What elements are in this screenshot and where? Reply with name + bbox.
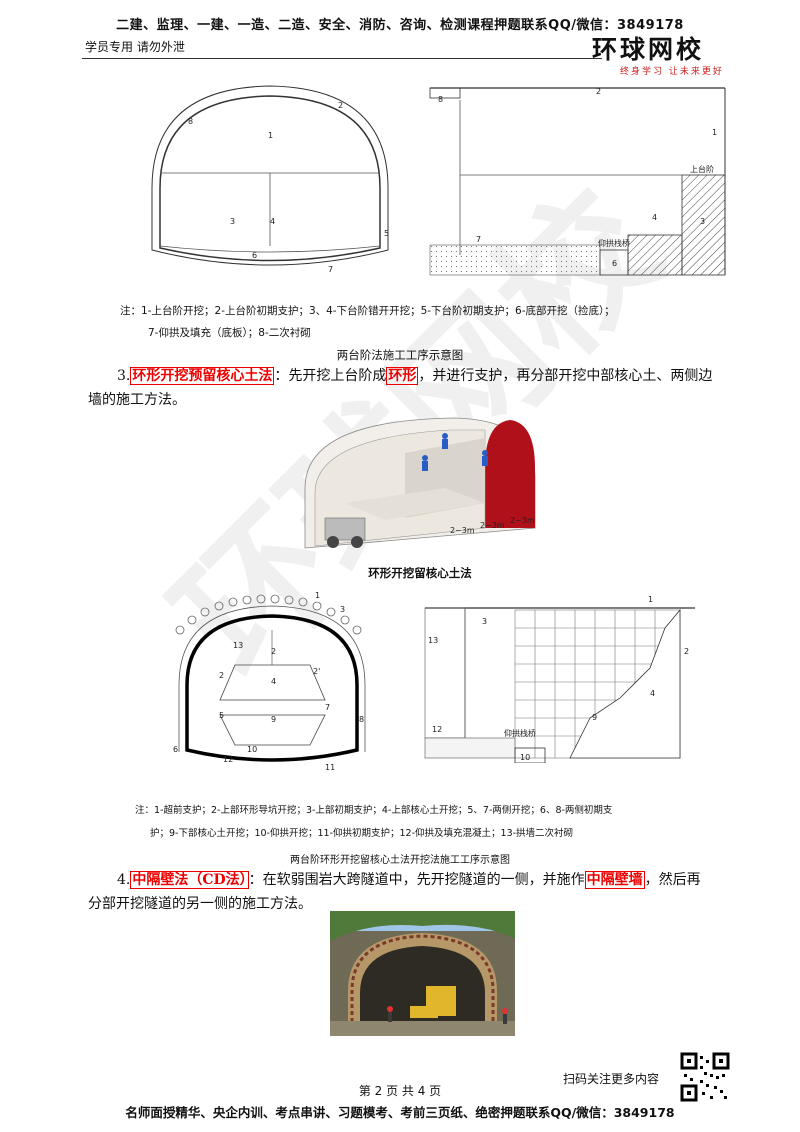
fig2r-label: 3 xyxy=(482,617,487,626)
fig1r-label: 6 xyxy=(612,259,617,268)
fig1-label: 1 xyxy=(268,131,273,140)
fig2-label: 4 xyxy=(271,677,276,686)
section4-paragraph: 4.中隔壁法（CD法）：在软弱围岩大跨隧道中，先开挖隧道的一侧，并施作中隔壁墙，… xyxy=(117,868,747,892)
figure2-cross-section: 1 3 13 2 2' 4 2 5 7 9 8 6 10 12 11 xyxy=(173,591,366,772)
figure2-caption: 两台阶环形开挖留核心土法开挖法施工工序示意图 xyxy=(290,855,510,866)
fig2-label: 2 xyxy=(219,671,224,680)
header-rule xyxy=(82,58,602,59)
figure2-note-line2: 护；9-下部核心土开挖；10-仰拱开挖；11-仰拱初期支护；12-仰拱及填充混凝… xyxy=(150,828,574,839)
fig2r-label: 2 xyxy=(684,647,689,656)
qr-note: 扫码关注更多内容 xyxy=(563,1072,660,1086)
fig2r-label: 1 xyxy=(648,595,653,604)
section3-highlight: 环形 xyxy=(386,367,419,385)
section4-text-c: 分部开挖隧道的另一侧的施工方法。 xyxy=(88,896,312,912)
cd-method-photo xyxy=(330,911,515,1036)
figure2-longitudinal: 1 13 3 2 4 9 12 仰拱栈桥 10 xyxy=(424,595,695,763)
fig2-label: 6 xyxy=(173,745,178,754)
fig2-label: 7 xyxy=(325,703,330,712)
slogan: 终身学习 让未来更好 xyxy=(620,67,724,77)
fig2r-label: 仰拱栈桥 xyxy=(504,728,536,738)
fig2-label: 11 xyxy=(325,763,335,772)
page-number: 第 2 页 共 4 页 xyxy=(358,1084,442,1098)
fig1-label: 2 xyxy=(338,101,343,110)
footer-banner: 名师面授精华、央企内训、考点串讲、习题模考、考前三页纸、绝密押题联系QQ/微信：… xyxy=(125,1105,675,1120)
logo: 环球网校 xyxy=(592,35,705,64)
photo-mark: 2~3m xyxy=(450,526,475,535)
section4-text-b: ，然后再 xyxy=(644,872,701,888)
fig1r-label: 4 xyxy=(652,213,657,222)
qr-code-icon[interactable] xyxy=(680,1052,730,1102)
figure1-note-line2: 7-仰拱及填充（底板）；8-二次衬砌 xyxy=(148,327,311,339)
fig1r-label: 7 xyxy=(476,235,481,244)
fig1r-label: 上台阶 xyxy=(690,164,714,174)
fig1r-label: 2 xyxy=(596,87,601,96)
fig2-label: 8 xyxy=(359,715,364,724)
fig2-label: 2' xyxy=(313,667,320,676)
section3-paragraph: 3.环形开挖预留核心土法：先开挖上台阶成环形，并进行支护，再分部开挖中部核心土、… xyxy=(117,364,727,388)
fig2-label: 9 xyxy=(271,715,276,724)
student-note: 学员专用 请勿外泄 xyxy=(85,40,185,54)
section3-photo-caption: 环形开挖留核心土法 xyxy=(368,566,472,580)
section4-text-a: ：在软弱围岩大跨隧道中，先开挖隧道的一侧，并施作 xyxy=(248,872,585,888)
ring-excavation-illustration: 2~3m 2~3m 2~3m xyxy=(304,417,536,549)
fig2-label: 2 xyxy=(271,647,276,656)
fig2r-label: 4 xyxy=(650,689,655,698)
fig1-label: 3 xyxy=(230,217,235,226)
section3-term: 环形开挖预留核心土法 xyxy=(130,367,275,385)
fig1r-label: 仰拱栈桥 xyxy=(598,238,630,248)
fig1-label: 7 xyxy=(328,265,333,274)
fig1-label: 5 xyxy=(384,229,389,238)
fig1r-label: 1 xyxy=(712,128,717,137)
figure1-caption: 两台阶法施工工序示意图 xyxy=(336,348,464,362)
fig2-label: 5 xyxy=(219,711,224,720)
fig2-label: 13 xyxy=(233,641,243,650)
fig1-label: 8 xyxy=(188,117,193,126)
top-banner: 二建、监理、一建、一造、二造、安全、消防、咨询、检测课程押题联系QQ/微信：38… xyxy=(116,18,684,33)
photo-mark: 2~3m xyxy=(480,521,505,530)
figure1-note-line1: 注：1-上台阶开挖；2-上台阶初期支护；3、4-下台阶错开开挖；5-下台阶初期支… xyxy=(120,305,615,317)
fig2r-label: 10 xyxy=(520,753,530,762)
section3-text-c: 墙的施工方法。 xyxy=(88,392,186,408)
fig2r-label: 12 xyxy=(432,725,442,734)
fig2-label: 10 xyxy=(247,745,257,754)
section4-highlight: 中隔壁墙 xyxy=(584,871,645,889)
figure2-note-line1: 注：1-超前支护；2-上部环形导坑开挖；3-上部初期支护；4-上部核心土开挖；5… xyxy=(135,805,613,816)
section3-number: 3. xyxy=(117,368,131,384)
section3-text-a: ：先开挖上台阶成 xyxy=(274,368,387,384)
fig1r-label: 3 xyxy=(700,217,705,226)
fig2r-label: 13 xyxy=(428,636,438,645)
section4-number: 4. xyxy=(117,872,131,888)
fig1-label: 4 xyxy=(270,217,275,226)
fig2-label: 3 xyxy=(340,605,345,614)
fig2-label: 12 xyxy=(223,755,233,764)
figure1-cross-section: 8 2 1 3 4 5 6 7 xyxy=(151,85,389,274)
fig1-label: 6 xyxy=(252,251,257,260)
figure1-longitudinal: 8 2 1 上台阶 4 3 7 仰拱栈桥 6 xyxy=(429,87,726,276)
section3-text-b: ，并进行支护，再分部开挖中部核心土、两侧边 xyxy=(418,368,713,384)
fig2-label: 1 xyxy=(315,591,320,600)
photo-mark: 2~3m xyxy=(510,516,535,525)
section4-term: 中隔壁法（CD法） xyxy=(130,871,249,889)
fig2r-label: 9 xyxy=(592,713,597,722)
fig1r-label: 8 xyxy=(438,95,443,104)
